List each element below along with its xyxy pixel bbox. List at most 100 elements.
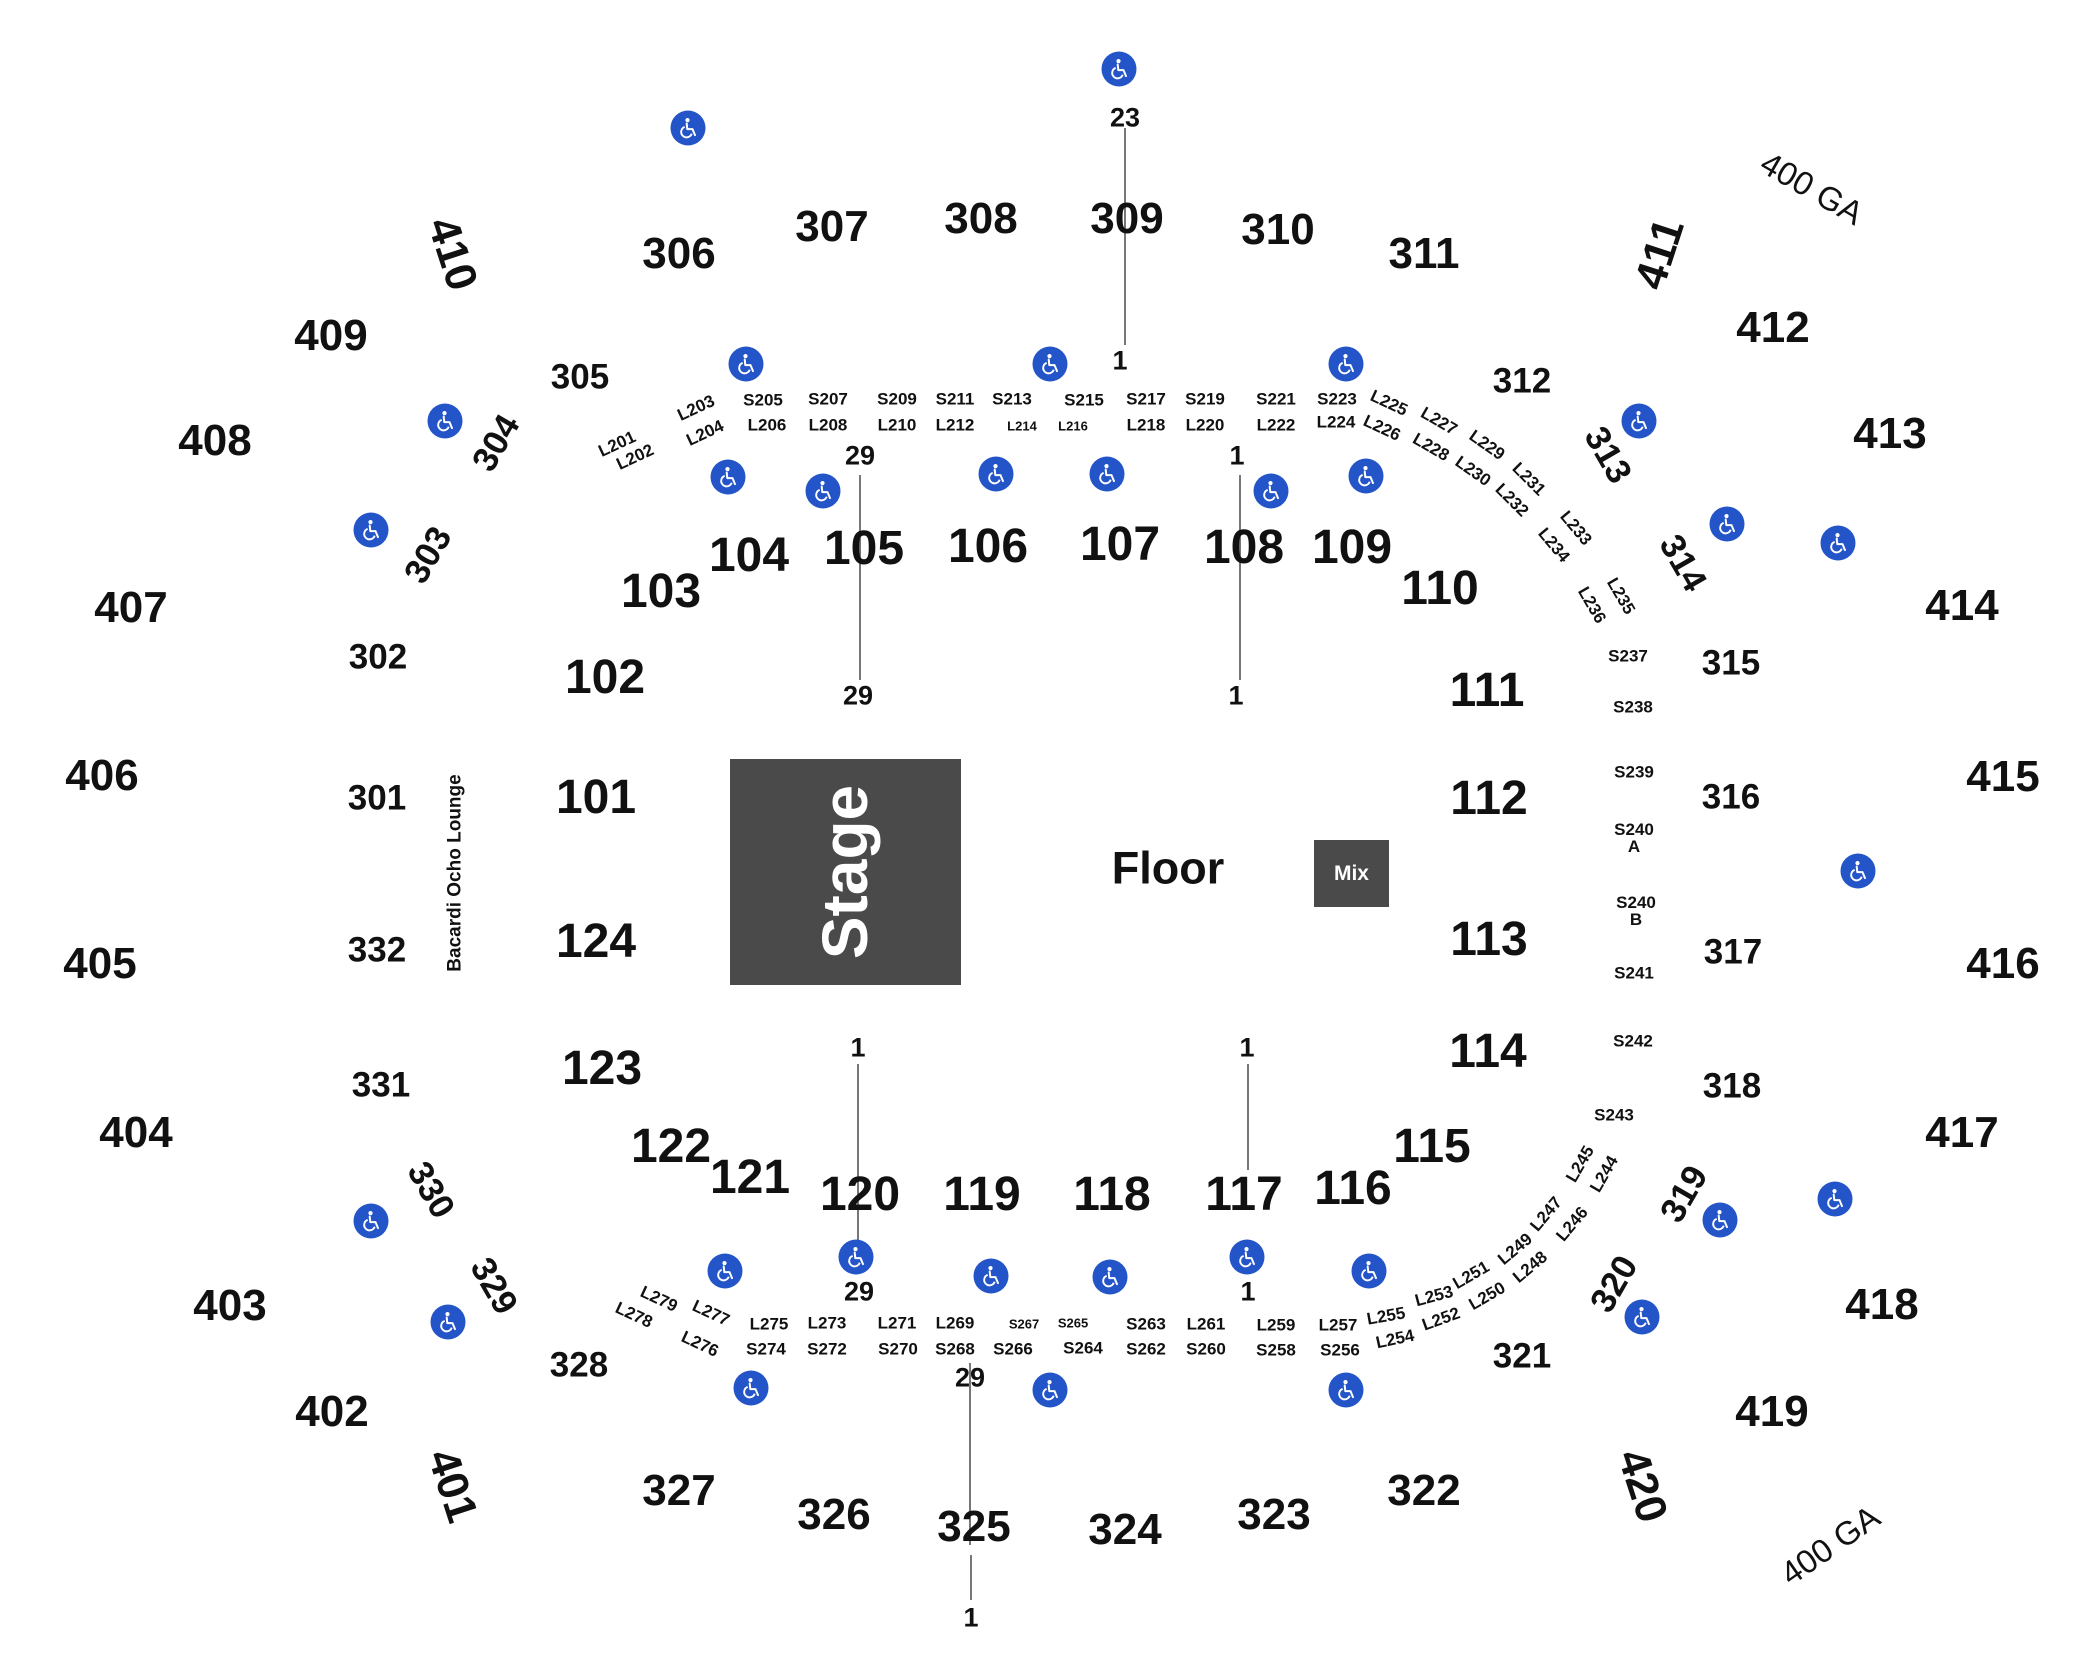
section-408[interactable]: 408	[178, 416, 252, 465]
section-414[interactable]: 414	[1925, 581, 1999, 630]
box-s266[interactable]: S266	[993, 1339, 1033, 1359]
box-s262[interactable]: S262	[1126, 1339, 1166, 1359]
box-l216[interactable]: L216	[1058, 418, 1088, 434]
box-s223[interactable]: S223	[1317, 389, 1357, 409]
section-123[interactable]: 123	[561, 1042, 643, 1095]
section-403[interactable]: 403	[193, 1281, 267, 1330]
section-409[interactable]: 409	[294, 311, 368, 360]
section-404[interactable]: 404	[99, 1108, 173, 1157]
section-406[interactable]: 406	[65, 751, 139, 800]
section-402[interactable]: 402	[295, 1387, 369, 1436]
section-317[interactable]: 317	[1703, 932, 1763, 972]
box-s264[interactable]: S264	[1063, 1338, 1103, 1358]
lounge-label[interactable]: Bacardi Ocho Lounge	[444, 774, 466, 972]
section-407[interactable]: 407	[94, 583, 168, 632]
box-s241[interactable]: S241	[1614, 963, 1654, 983]
box-s272[interactable]: S272	[807, 1339, 847, 1359]
box-s240-a[interactable]: S240 A	[1614, 820, 1654, 856]
section-114[interactable]: 114	[1449, 1025, 1527, 1078]
section-105[interactable]: 105	[823, 522, 905, 575]
floor-label[interactable]: Floor	[1111, 842, 1225, 894]
section-113[interactable]: 113	[1450, 913, 1528, 966]
box-s260[interactable]: S260	[1186, 1339, 1226, 1359]
section-412[interactable]: 412	[1736, 303, 1810, 352]
box-l212[interactable]: L212	[935, 415, 975, 435]
section-302[interactable]: 302	[348, 637, 408, 677]
section-109[interactable]: 109	[1311, 521, 1393, 574]
box-l214[interactable]: L214	[1007, 418, 1037, 434]
section-318[interactable]: 318	[1702, 1066, 1762, 1106]
box-l218[interactable]: L218	[1126, 415, 1166, 435]
section-417[interactable]: 417	[1925, 1108, 1999, 1157]
section-316[interactable]: 316	[1701, 777, 1761, 817]
box-s221[interactable]: S221	[1256, 389, 1296, 409]
section-118[interactable]: 118	[1073, 1168, 1151, 1221]
box-l259[interactable]: L259	[1256, 1315, 1296, 1335]
box-s265[interactable]: S265	[1057, 1315, 1089, 1331]
box-s205[interactable]: S205	[743, 390, 783, 410]
box-l210[interactable]: L210	[877, 415, 917, 435]
box-s215[interactable]: S215	[1064, 390, 1104, 410]
box-s209[interactable]: S209	[877, 389, 917, 409]
section-415[interactable]: 415	[1966, 752, 2040, 801]
section-324[interactable]: 324	[1088, 1505, 1162, 1554]
box-s242[interactable]: S242	[1613, 1031, 1653, 1051]
section-322[interactable]: 322	[1387, 1466, 1461, 1515]
section-315[interactable]: 315	[1701, 643, 1761, 683]
box-l257[interactable]: L257	[1318, 1315, 1358, 1335]
section-327[interactable]: 327	[642, 1466, 716, 1515]
box-s274[interactable]: S274	[746, 1339, 786, 1359]
box-s217[interactable]: S217	[1126, 389, 1166, 409]
box-s219[interactable]: S219	[1185, 389, 1225, 409]
box-s207[interactable]: S207	[808, 389, 848, 409]
section-312[interactable]: 312	[1492, 361, 1552, 401]
section-116[interactable]: 116	[1314, 1162, 1392, 1215]
box-s237[interactable]: S237	[1608, 646, 1648, 666]
box-s238[interactable]: S238	[1613, 697, 1653, 717]
box-l220[interactable]: L220	[1185, 415, 1225, 435]
section-416[interactable]: 416	[1966, 939, 2040, 988]
section-104[interactable]: 104	[708, 529, 790, 582]
section-325[interactable]: 325	[937, 1502, 1011, 1551]
section-323[interactable]: 323	[1237, 1490, 1311, 1539]
section-310[interactable]: 310	[1241, 205, 1315, 254]
section-122[interactable]: 122	[630, 1120, 712, 1173]
box-s258[interactable]: S258	[1256, 1340, 1296, 1360]
box-s213[interactable]: S213	[992, 389, 1032, 409]
section-321[interactable]: 321	[1492, 1336, 1552, 1376]
section-124[interactable]: 124	[555, 915, 637, 968]
section-311[interactable]: 311	[1388, 229, 1460, 278]
box-s263[interactable]: S263	[1126, 1314, 1166, 1334]
box-s256[interactable]: S256	[1320, 1340, 1360, 1360]
box-s270[interactable]: S270	[878, 1339, 918, 1359]
box-s268[interactable]: S268	[935, 1339, 975, 1359]
box-s240-b[interactable]: S240 B	[1616, 893, 1656, 929]
box-l271[interactable]: L271	[877, 1313, 917, 1333]
section-405[interactable]: 405	[63, 939, 137, 988]
box-s267[interactable]: S267	[1008, 1316, 1040, 1332]
section-121[interactable]: 121	[709, 1151, 791, 1204]
section-413[interactable]: 413	[1853, 409, 1927, 458]
section-307[interactable]: 307	[795, 202, 869, 251]
box-l222[interactable]: L222	[1256, 415, 1296, 435]
section-120[interactable]: 120	[819, 1168, 901, 1221]
section-115[interactable]: 115	[1393, 1120, 1471, 1173]
box-s211[interactable]: S211	[935, 389, 975, 409]
section-102[interactable]: 102	[564, 651, 646, 704]
box-s239[interactable]: S239	[1614, 762, 1654, 782]
section-107[interactable]: 107	[1079, 518, 1161, 571]
section-108[interactable]: 108	[1203, 521, 1285, 574]
section-332[interactable]: 332	[347, 930, 407, 970]
section-119[interactable]: 119	[943, 1168, 1021, 1221]
box-l206[interactable]: L206	[747, 415, 787, 435]
section-101[interactable]: 101	[555, 771, 637, 824]
box-l273[interactable]: L273	[807, 1313, 847, 1333]
section-110[interactable]: 110	[1401, 562, 1479, 615]
section-309[interactable]: 309	[1090, 194, 1164, 243]
box-l261[interactable]: L261	[1186, 1314, 1226, 1334]
box-s243[interactable]: S243	[1594, 1105, 1634, 1125]
section-301[interactable]: 301	[347, 778, 407, 818]
section-112[interactable]: 112	[1450, 772, 1528, 825]
section-308[interactable]: 308	[944, 194, 1018, 243]
section-305[interactable]: 305	[550, 357, 610, 397]
